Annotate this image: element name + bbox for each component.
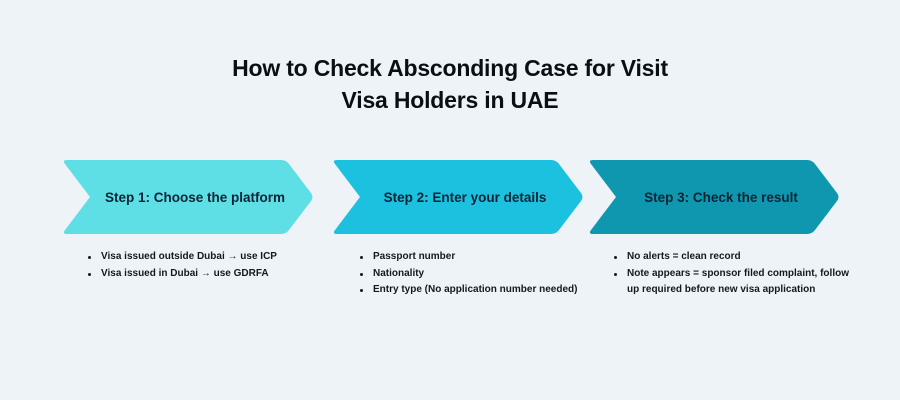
step-1-bullet-list: Visa issued outside Dubai → use ICP Visa…	[85, 249, 315, 282]
page-title: How to Check Absconding Case for Visit V…	[0, 52, 900, 116]
list-item: Passport number	[357, 249, 597, 266]
step-2-bullet-list: Passport number Nationality Entry type (…	[357, 249, 597, 299]
list-item: Visa issued outside Dubai → use ICP	[85, 249, 315, 266]
list-item: Note appears = sponsor filed complaint, …	[611, 266, 861, 299]
step-3-chevron: Step 3: Check the result	[589, 160, 839, 234]
list-item: Nationality	[357, 266, 597, 283]
step-2-chevron: Step 2: Enter your details	[333, 160, 583, 234]
list-item: No alerts = clean record	[611, 249, 861, 266]
step-3-label: Step 3: Check the result	[644, 189, 798, 205]
chevron-arrow-shape	[63, 160, 313, 234]
list-item: Visa issued in Dubai → use GDRFA	[85, 266, 315, 283]
step-3-bullet-list: No alerts = clean record Note appears = …	[611, 249, 861, 299]
step-1-label: Step 1: Choose the platform	[104, 189, 285, 205]
list-item: Entry type (No application number needed…	[357, 282, 597, 299]
title-line-1: How to Check Absconding Case for Visit	[232, 55, 668, 81]
step-1-chevron: Step 1: Choose the platform	[63, 160, 313, 234]
chevron-arrow-shape	[333, 160, 583, 234]
chevron-arrow-shape	[589, 160, 839, 234]
title-line-2: Visa Holders in UAE	[341, 87, 559, 113]
step-2-label: Step 2: Enter your details	[383, 189, 547, 205]
